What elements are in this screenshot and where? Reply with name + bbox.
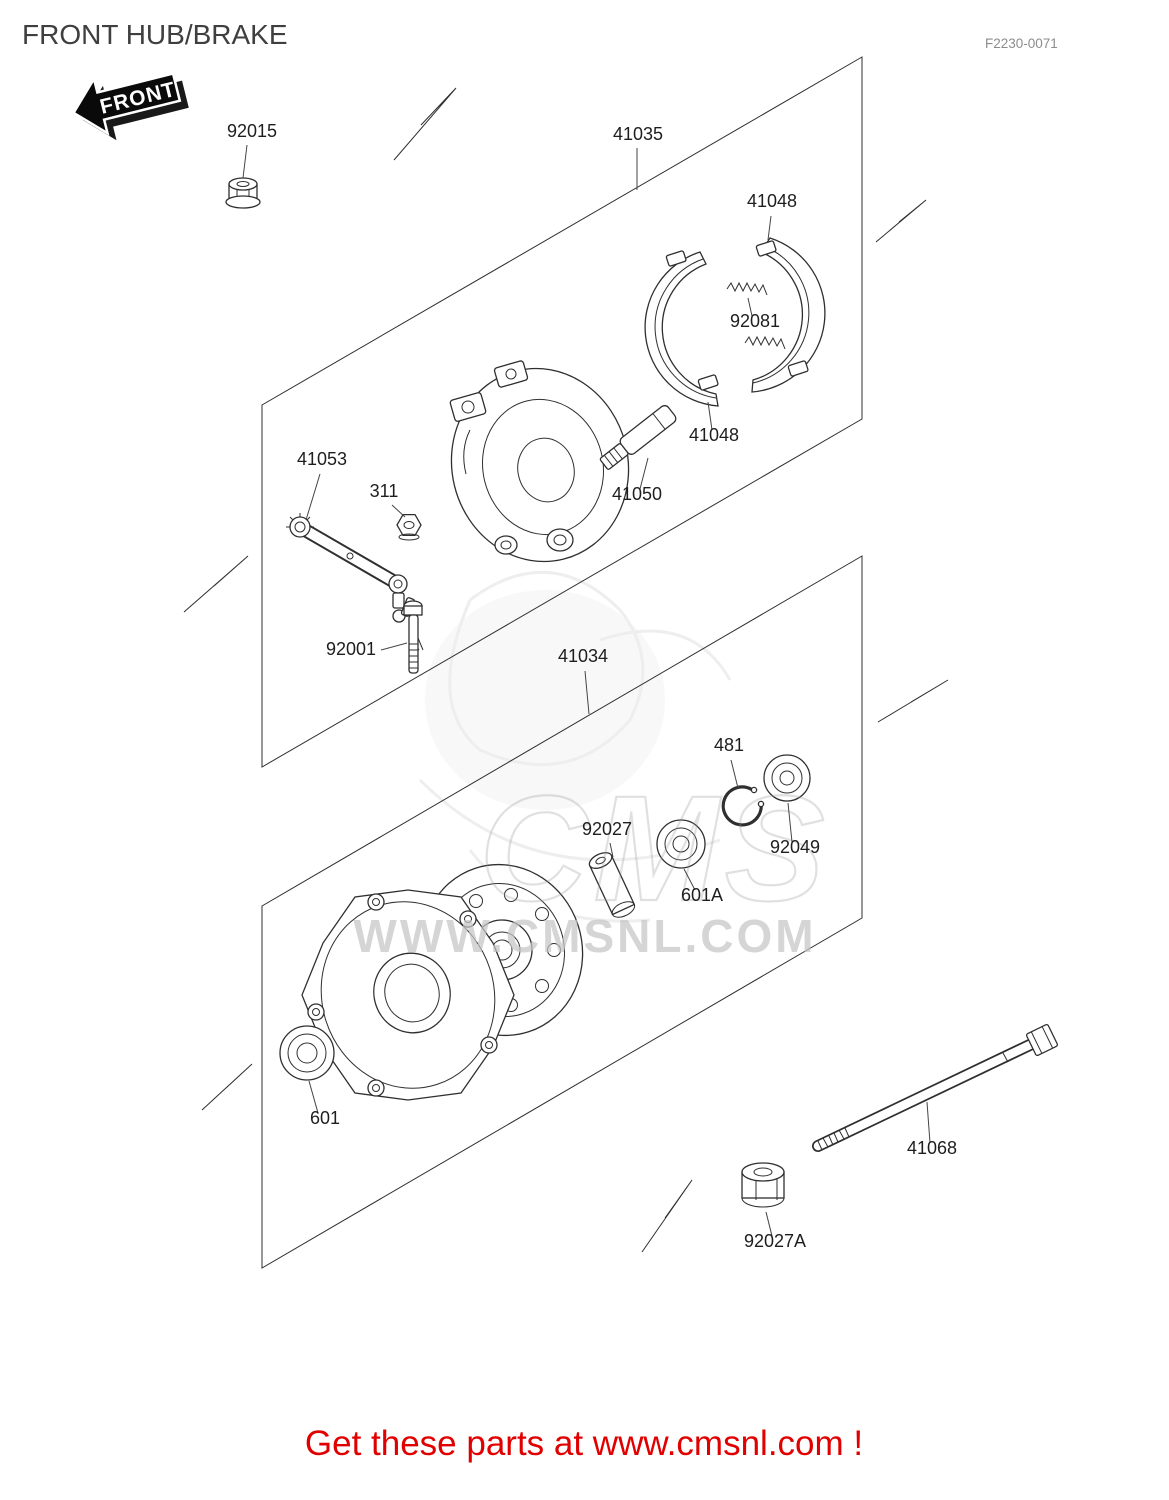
part-label-41050[interactable]: 41050 <box>612 484 662 504</box>
bearing-601-drawing <box>279 1025 335 1081</box>
part-label-41053[interactable]: 41053 <box>297 449 347 469</box>
hub-41034-drawing <box>301 863 584 1101</box>
part-label-601a[interactable]: 601A <box>681 885 723 905</box>
watermark-logo: CMS <box>479 764 830 932</box>
springs-92081-drawing <box>726 281 786 350</box>
lower-panel-outline <box>261 555 863 1269</box>
part-label-92015[interactable]: 92015 <box>227 121 277 141</box>
part-label-481[interactable]: 481 <box>714 735 744 755</box>
footer-link[interactable]: Get these parts at www.cmsnl.com ! <box>305 1424 863 1463</box>
part-label-92001[interactable]: 92001 <box>326 639 376 659</box>
camshaft-41050-drawing <box>599 405 677 470</box>
bearing-601a-drawing <box>656 819 706 869</box>
part-label-92027[interactable]: 92027 <box>582 819 632 839</box>
upper-panel-outline <box>261 56 863 768</box>
part-label-41068[interactable]: 41068 <box>907 1138 957 1158</box>
bolt-92001-drawing <box>403 600 423 674</box>
watermark-text: WWW.CMSNL.COM <box>353 910 816 962</box>
brake-shoe-right-drawing <box>751 237 826 393</box>
front-direction-arrow-icon: FRONT <box>71 72 189 141</box>
collar-92027-drawing <box>588 852 636 918</box>
axle-41068-drawing <box>812 1023 1059 1152</box>
nut-92015-drawing <box>225 177 261 209</box>
brake-shoe-left-drawing <box>644 250 719 407</box>
brake-panel-41035-drawing <box>449 360 630 563</box>
seal-92049-drawing <box>763 754 811 802</box>
part-label-41048-lower[interactable]: 41048 <box>689 425 739 445</box>
panel-tick-marks <box>183 87 949 1253</box>
part-label-92081[interactable]: 92081 <box>730 311 780 331</box>
part-label-41035[interactable]: 41035 <box>613 124 663 144</box>
part-label-41048-upper[interactable]: 41048 <box>747 191 797 211</box>
part-label-92027a[interactable]: 92027A <box>744 1231 806 1251</box>
part-label-92049[interactable]: 92049 <box>770 837 820 857</box>
nut-92027a-drawing <box>741 1162 785 1208</box>
page-title: FRONT HUB/BRAKE <box>22 19 288 50</box>
leader-lines <box>242 144 931 1237</box>
circlip-481-drawing <box>721 785 765 827</box>
diagram-code: F2230-0071 <box>985 36 1058 51</box>
part-label-601[interactable]: 601 <box>310 1108 340 1128</box>
part-label-311[interactable]: 311 <box>370 481 399 501</box>
nut-311-drawing <box>396 513 422 541</box>
part-label-41034[interactable]: 41034 <box>558 646 608 666</box>
